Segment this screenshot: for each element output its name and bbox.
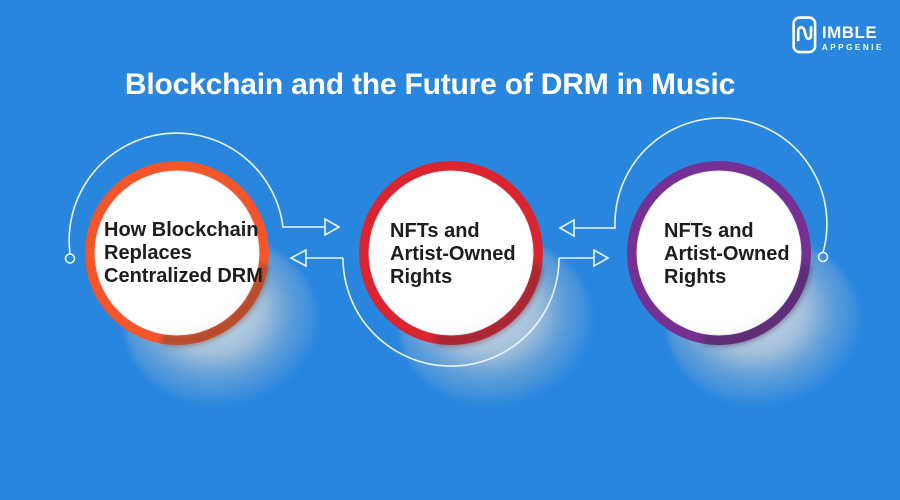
arrow-left-icon-2 xyxy=(558,218,575,238)
step-label-line: Replaces xyxy=(104,242,192,264)
step-label-2: NFTs and Artist-Owned Rights xyxy=(390,220,516,289)
step-label-line: Centralized DRM xyxy=(104,265,263,287)
step-label-line: Rights xyxy=(390,266,453,288)
arrow-right-icon xyxy=(324,217,341,237)
arrow-right-icon-2 xyxy=(593,248,610,268)
ring-shade-1 xyxy=(160,264,270,347)
arrow-left-icon xyxy=(289,248,307,268)
step-label-line: Rights xyxy=(664,266,727,288)
inner-circle-step-2 xyxy=(368,170,534,336)
step-label-line: NFTs and xyxy=(664,220,754,242)
step-inner-circles xyxy=(94,170,802,336)
flow-connectors xyxy=(64,117,829,367)
ring-shade-2 xyxy=(434,264,544,347)
step-label-line: NFTs and xyxy=(390,220,480,242)
inner-circle-step-1 xyxy=(94,170,260,336)
phone-swoosh-icon xyxy=(792,16,817,59)
arc-step-3 xyxy=(574,117,828,253)
step-label-1: How Blockchain Replaces Centralized DRM xyxy=(104,219,263,288)
page-title: Blockchain and the Future of DRM in Musi… xyxy=(124,68,736,101)
ring-shade-3 xyxy=(702,264,812,347)
arc-endpoint-dot-right xyxy=(817,251,829,263)
brand-logo: IMBLE APPGENIE xyxy=(792,16,884,59)
ring-shade-crescents xyxy=(160,264,812,347)
arc-endpoint-dot-left xyxy=(64,253,76,264)
brand-subname: APPGENIE xyxy=(821,42,884,52)
inner-circle-step-3 xyxy=(636,170,802,336)
brand-name: IMBLE xyxy=(821,22,878,42)
arc-step-1 xyxy=(68,132,325,255)
step-label-3: NFTs and Artist-Owned Rights xyxy=(664,220,790,289)
brand-wordmark: IMBLE APPGENIE xyxy=(822,24,884,52)
arc-step-2 xyxy=(342,257,560,367)
step-label-line: Artist-Owned xyxy=(390,243,516,265)
step-label-line: Artist-Owned xyxy=(664,243,790,265)
step-label-line: How Blockchain xyxy=(104,219,259,241)
